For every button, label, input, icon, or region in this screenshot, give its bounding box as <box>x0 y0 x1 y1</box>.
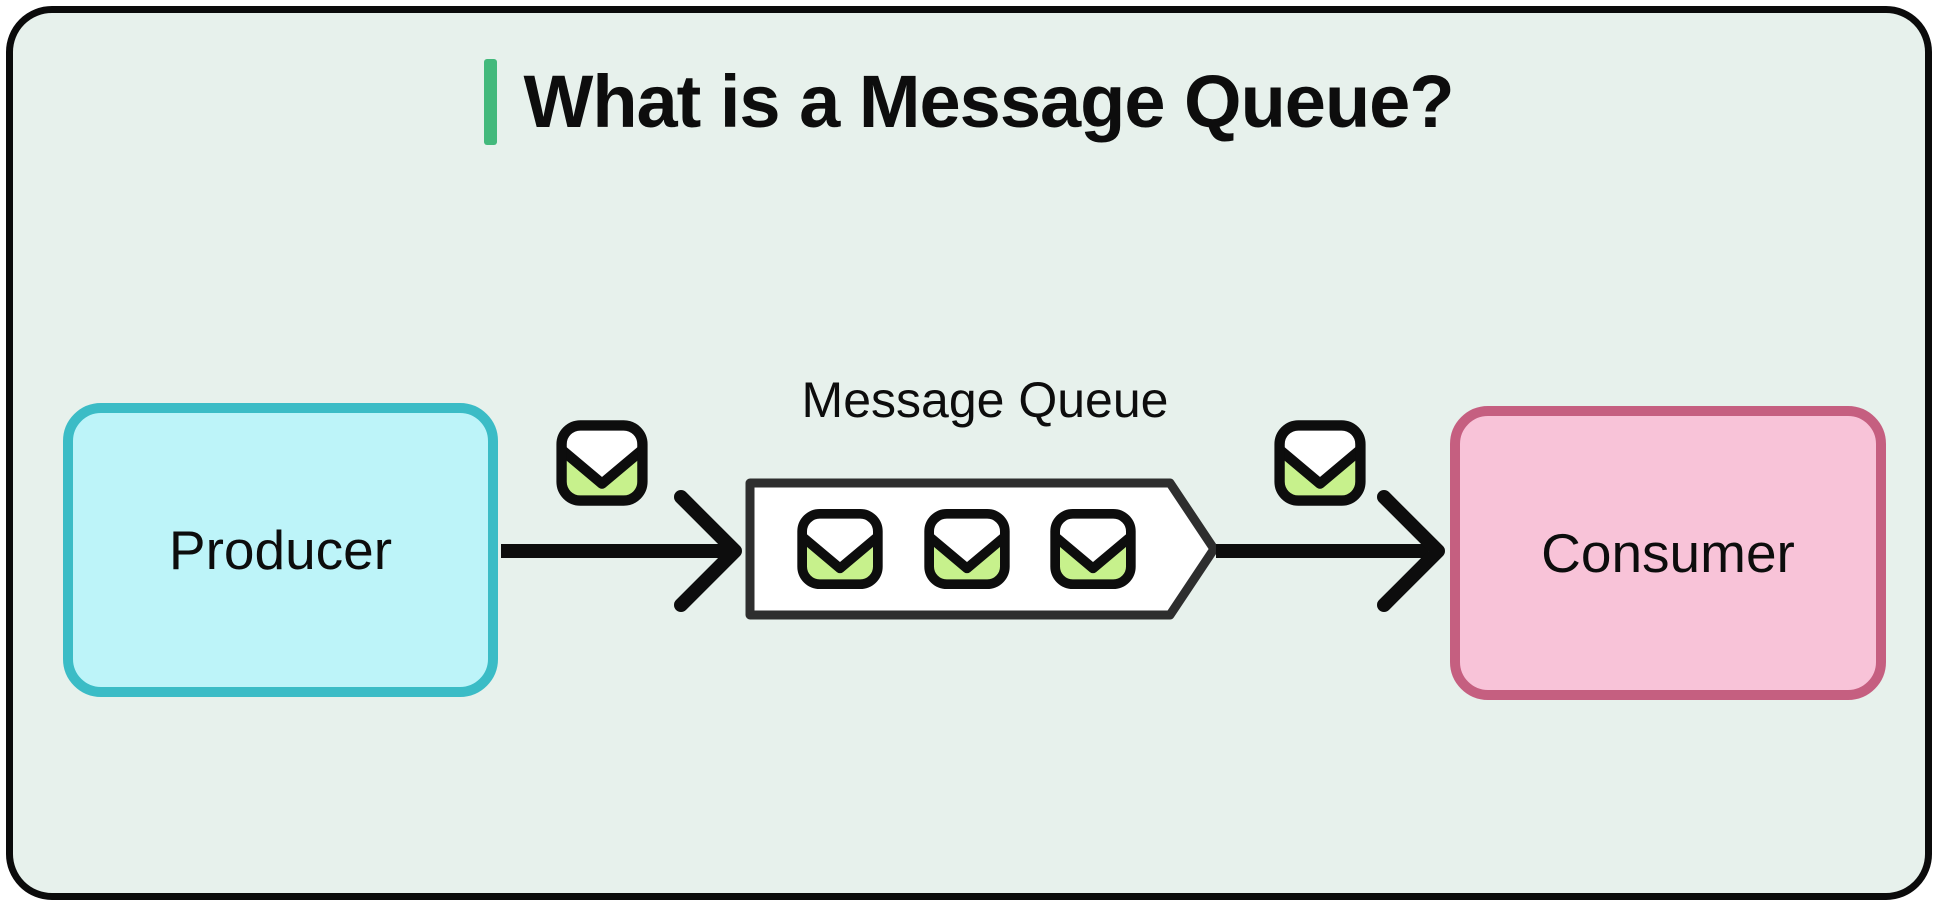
queue-to-consumer-arrow-icon <box>1216 490 1445 612</box>
message-envelope-icon <box>1271 416 1369 510</box>
title-row: What is a Message Queue? <box>13 59 1925 145</box>
queued-message-icon <box>796 514 884 589</box>
producer-label: Producer <box>168 518 393 581</box>
consumer-label: Consumer <box>1541 521 1795 584</box>
producer-to-queue-arrow-icon <box>501 490 742 612</box>
title-accent-bar <box>484 59 498 145</box>
queued-message-icon <box>923 514 1011 589</box>
consumer-node: Consumer <box>1450 406 1886 700</box>
producer-node: Producer <box>63 403 498 697</box>
message-envelope-icon <box>553 416 651 510</box>
queued-message-icon <box>1049 514 1137 589</box>
message-queue-label: Message Queue <box>801 372 1169 428</box>
message-queue-node <box>745 478 1219 620</box>
page-title: What is a Message Queue? <box>523 60 1454 143</box>
